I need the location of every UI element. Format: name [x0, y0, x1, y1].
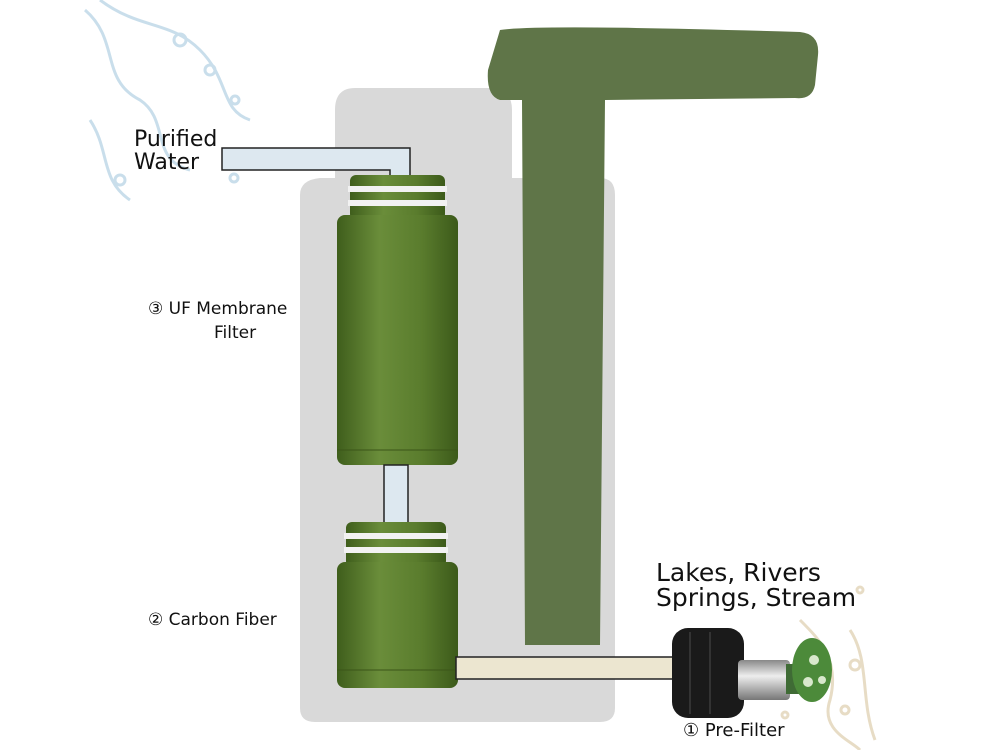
uf-membrane-filter [337, 175, 458, 465]
water-source-label: Lakes, Rivers Springs, Stream [656, 560, 856, 610]
uf-line-2: Filter [214, 322, 257, 343]
pump-handle [487, 27, 819, 645]
connector-tube [383, 464, 409, 526]
pre-filter [672, 628, 832, 718]
source-line-1: Lakes, Rivers [656, 558, 821, 587]
uf-membrane-label: ③ UF Membrane Filter [148, 298, 287, 346]
purified-line-2: Water [134, 150, 200, 176]
water-splash-clean [84, 0, 251, 202]
purified-line-1: Purified [134, 127, 218, 152]
pre-filter-label: ① Pre-Filter [683, 720, 785, 741]
source-line-2: Springs, Stream [656, 583, 857, 612]
intake-pipe [455, 656, 687, 680]
carbon-fiber-filter [337, 522, 458, 688]
uf-line-1: ③ UF Membrane [148, 299, 288, 319]
water-splash-dirty [780, 585, 877, 750]
carbon-fiber-label: ② Carbon Fiber [148, 610, 277, 630]
purified-water-label: Purified Water [134, 128, 217, 174]
